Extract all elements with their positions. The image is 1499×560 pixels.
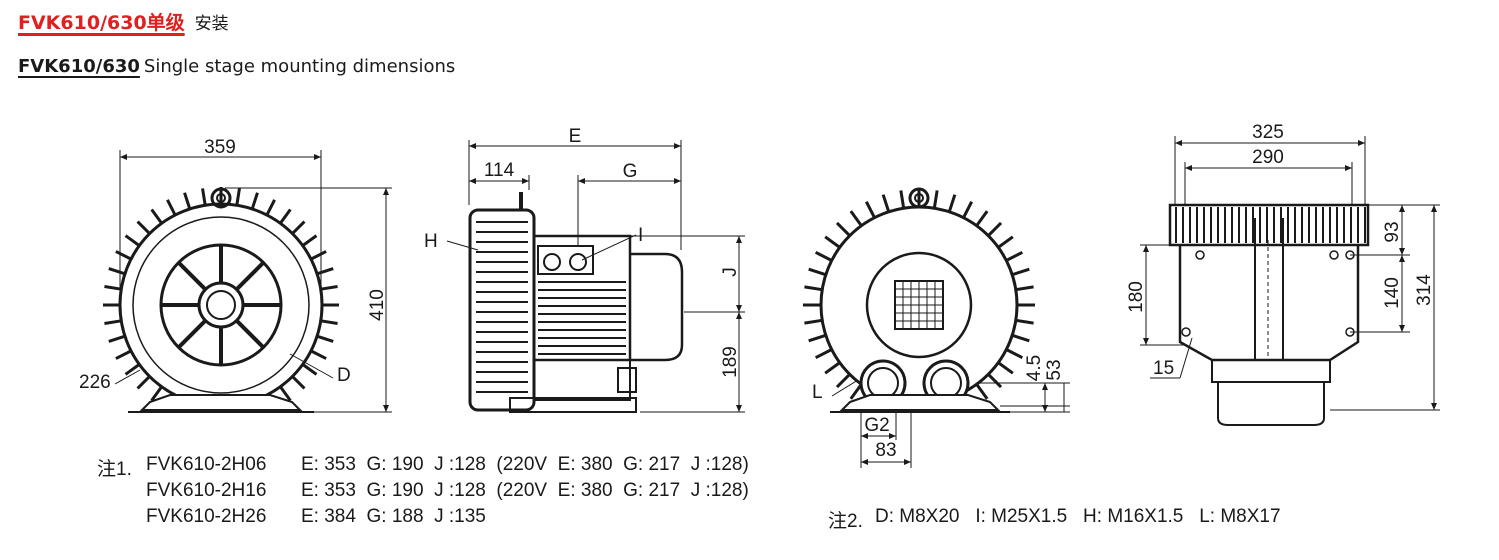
dim-140: 140 [1382,277,1403,309]
note1-prefix: 注1. [97,459,132,480]
note1-row1-model: FVK610-2H06 [146,454,267,475]
dim-93: 93 [1382,221,1403,242]
side-fins [476,221,528,393]
note1-row1-spec: E: 353 G: 190 J :128 (220V E: 380 G: 217… [301,454,749,475]
dim-314: 314 [1414,274,1435,306]
motor-fins [538,281,626,355]
model-en: FVK610/630 [18,56,140,77]
top-view [1140,136,1440,426]
label-l: L [812,382,823,403]
model-cn: FVK610/630单级 [18,12,185,34]
label-h: H [424,231,438,252]
note2-text: D: M8X20 I: M25X1.5 H: M16X1.5 L: M8X17 [875,506,1281,527]
note1-row3-spec: E: 384 G: 188 J :135 [301,506,486,527]
note2-prefix: 注2. [828,511,863,532]
dim-226: 226 [79,372,111,393]
dim-53: 53 [1044,359,1065,380]
dim-15: 15 [1153,358,1174,379]
dim-114: 114 [484,160,515,181]
dim-4-5: 4.5 [1024,355,1045,381]
note1-row3-model: FVK610-2H26 [146,506,267,527]
dim-325: 325 [1252,122,1284,143]
dim-189: 189 [720,346,741,378]
front-view [103,150,392,413]
top-fins [1175,207,1366,243]
label-i: I [638,225,643,246]
note1-row2-model: FVK610-2H16 [146,480,267,501]
dim-290: 290 [1252,147,1284,168]
label-d: D [337,365,351,386]
note1-row2-spec: E: 353 G: 190 J :128 (220V E: 380 G: 217… [301,480,749,501]
install-cn: 安装 [194,14,229,34]
motor-vent-grid [894,280,944,330]
label-g2: G2 [864,415,889,436]
title-en: Single stage mounting dimensions [143,56,456,77]
front-fins [103,187,339,402]
label-j: J [720,267,741,277]
dim-410: 410 [367,289,388,321]
rear-view [803,187,1070,468]
rear-fins [803,189,1035,400]
side-view [446,140,745,413]
dim-359: 359 [204,137,236,158]
label-g: G [623,161,638,182]
label-e: E [569,126,582,147]
dim-83: 83 [875,440,896,461]
section-title-cn: FVK610/630单级安装 [18,8,229,35]
dim-180: 180 [1126,281,1147,313]
front-spokes [161,245,281,365]
